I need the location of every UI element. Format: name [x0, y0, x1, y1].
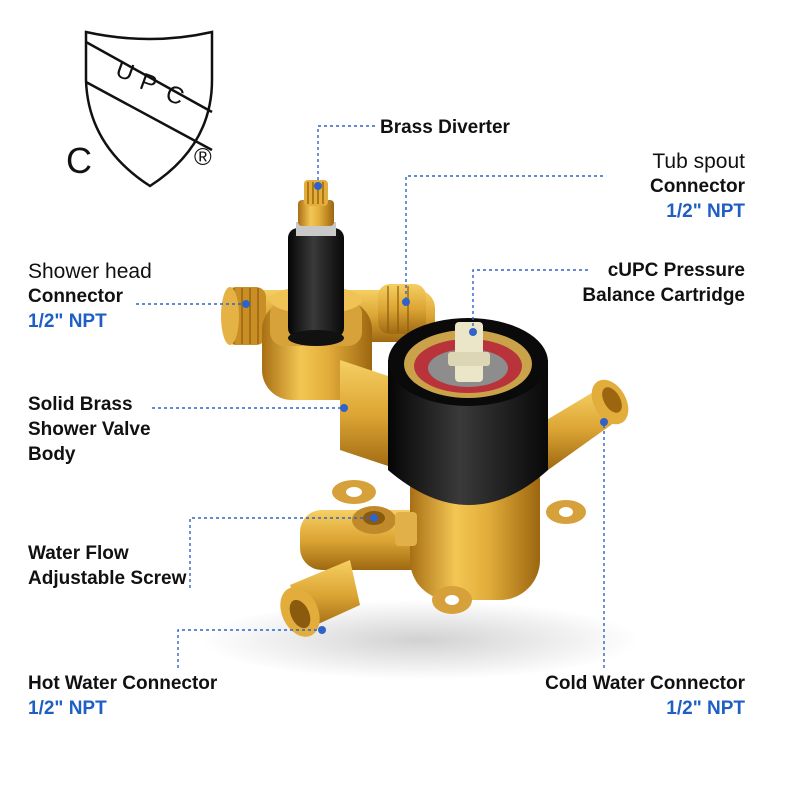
- label-brass-diverter: Brass Diverter: [380, 117, 510, 138]
- diverter-stem: [304, 180, 328, 206]
- label-adjust-screw: Water Flow Adjustable Screw: [28, 541, 186, 591]
- canada-mark: C: [66, 140, 92, 181]
- leader-tub-spout: [405, 175, 606, 300]
- screw-line2: Adjustable Screw: [28, 568, 187, 589]
- tub-spout-line2: Connector: [650, 176, 745, 197]
- dot-brass-diverter: [314, 182, 322, 190]
- body-line1: Solid Brass: [28, 394, 133, 415]
- label-valve-body: Solid Brass Shower Valve Body: [28, 392, 151, 467]
- dot-tub-spout: [402, 298, 410, 306]
- leader-cartridge: [472, 269, 590, 332]
- leader-screw: [189, 517, 374, 588]
- dot-shower-head: [242, 300, 250, 308]
- hot-line1: Hot Water Connector: [28, 673, 218, 694]
- tub-spout-line1: Tub spout: [652, 150, 745, 173]
- label-hot-water: Hot Water Connector 1/2" NPT: [28, 671, 217, 721]
- body-line3: Body: [28, 444, 76, 465]
- cold-line1: Cold Water Connector: [545, 673, 745, 694]
- diverter-body: [262, 180, 372, 400]
- screw-line1: Water Flow: [28, 543, 129, 564]
- dot-cartridge: [469, 328, 477, 336]
- hot-size: 1/2" NPT: [28, 698, 107, 719]
- tub-spout-size: 1/2" NPT: [666, 201, 745, 222]
- registered-mark: ®: [194, 144, 212, 171]
- label-tub-spout: Tub spout Connector 1/2" NPT: [650, 149, 745, 224]
- leader-hot: [177, 629, 322, 668]
- cold-size: 1/2" NPT: [666, 698, 745, 719]
- cartridge-line2: Balance Cartridge: [582, 285, 745, 306]
- shower-head-line2: Connector: [28, 286, 123, 307]
- dot-body: [340, 404, 348, 412]
- dot-hot: [318, 626, 326, 634]
- floor-shadow: [200, 600, 640, 680]
- label-shower-head: Shower head Connector 1/2" NPT: [28, 259, 152, 334]
- cartridge-trim: [388, 318, 548, 505]
- label-cold-water: Cold Water Connector 1/2" NPT: [545, 671, 745, 721]
- leader-brass-diverter: [317, 125, 376, 186]
- body-line2: Shower Valve: [28, 419, 151, 440]
- cupc-shield-logo: [84, 30, 214, 188]
- dot-cold: [600, 418, 608, 426]
- diverter-sleeve: [288, 228, 344, 338]
- shower-head-size: 1/2" NPT: [28, 311, 107, 332]
- cartridge-line1: cUPC Pressure: [607, 260, 745, 281]
- dot-screw: [370, 514, 378, 522]
- shower-head-line1: Shower head: [28, 260, 152, 283]
- tub-spout-thread: [378, 284, 426, 334]
- label-cartridge: cUPC Pressure Balance Cartridge: [582, 258, 745, 308]
